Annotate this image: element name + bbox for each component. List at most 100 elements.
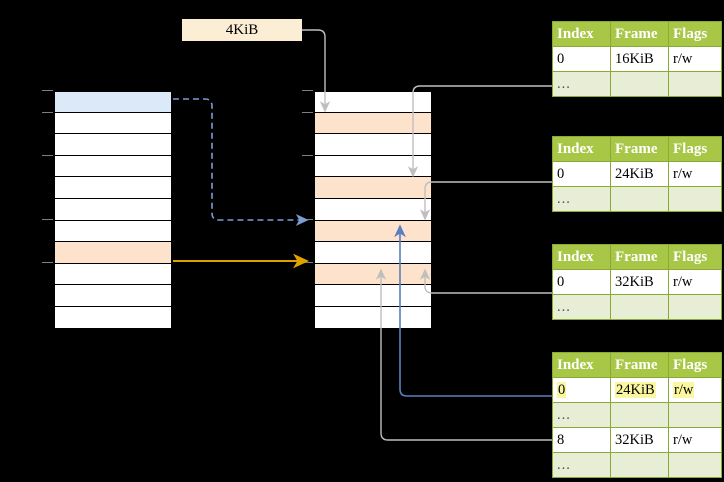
tick-mark [302, 155, 313, 156]
table-header-flags: Flags [668, 21, 722, 47]
table-header-frame: Frame [610, 136, 669, 162]
table-cell-frame [610, 402, 669, 428]
table-cell-flags [668, 71, 722, 97]
tick-mark [302, 219, 313, 220]
table-cell-frame [610, 294, 669, 320]
memory-cell [314, 242, 432, 264]
tick-mark [302, 90, 313, 91]
table-header-flags: Flags [668, 244, 722, 270]
table-cell-flags: r/w [668, 427, 722, 453]
memory-cell [314, 306, 432, 329]
table-header-frame: Frame [610, 244, 669, 270]
memory-cell [54, 134, 172, 156]
highlighted-value: 0 [557, 381, 567, 398]
table-cell-frame [610, 452, 669, 478]
table-cell-frame [610, 186, 669, 212]
table-cell-flags: r/w [668, 46, 722, 72]
table-cell-frame: 24KiB [610, 377, 669, 403]
tick-mark [302, 262, 313, 263]
tick-mark [42, 262, 53, 263]
tick-mark [42, 219, 53, 220]
table-cell-index: 0 [552, 161, 611, 187]
wire-l3-to-frame [419, 181, 552, 221]
table-row[interactable]: 0 24KiB r/w [552, 377, 722, 403]
table-cell-flags [668, 402, 722, 428]
table-cell-flags: r/w [668, 377, 722, 403]
table-cell-flags [668, 294, 722, 320]
table-cell-index: ... [552, 294, 611, 320]
table-cell-flags: r/w [668, 161, 722, 187]
virtual-address-space-block [53, 90, 173, 330]
table-cell-frame: 32KiB [610, 427, 669, 453]
memory-cell [54, 263, 172, 286]
table-row[interactable]: ... [552, 71, 722, 97]
memory-cell [314, 112, 432, 135]
wire-virtual-to-physical-dashed [173, 98, 309, 226]
tick-mark [42, 155, 53, 156]
page-size-text: 4KiB [225, 21, 259, 38]
tick-mark [42, 112, 53, 113]
table-cell-frame [610, 71, 669, 97]
highlighted-value: r/w [673, 381, 695, 398]
highlighted-value: 24KiB [615, 381, 656, 398]
memory-cell [54, 220, 172, 243]
tick-mark [42, 90, 53, 91]
memory-cell [54, 306, 172, 329]
table-header-index: Index [552, 21, 611, 47]
memory-cell [314, 134, 432, 156]
memory-cell [54, 112, 172, 135]
table-header-frame: Frame [610, 21, 669, 47]
table-cell-flags: r/w [668, 269, 722, 295]
physical-address-space-block [313, 90, 433, 330]
memory-cell [314, 91, 432, 113]
memory-cell [314, 263, 432, 286]
memory-cell [54, 285, 172, 307]
memory-cell [314, 177, 432, 199]
tick-mark [302, 112, 313, 113]
table-cell-frame: 16KiB [610, 46, 669, 72]
table-header-frame: Frame [610, 352, 669, 378]
table-row[interactable]: ... [552, 402, 722, 428]
table-cell-index: ... [552, 402, 611, 428]
table-header-index: Index [552, 244, 611, 270]
memory-cell [314, 155, 432, 178]
memory-cell [314, 285, 432, 307]
memory-cell [314, 198, 432, 221]
table-header-flags: Flags [668, 352, 722, 378]
table-row[interactable]: ... [552, 452, 722, 478]
table-cell-index: ... [552, 71, 611, 97]
table-cell-index: 0 [552, 46, 611, 72]
wire-l2-to-frame [419, 268, 552, 294]
table-row[interactable]: ... [552, 294, 722, 320]
memory-cell [54, 91, 172, 113]
memory-cell [54, 155, 172, 178]
table-cell-index: 8 [552, 427, 611, 453]
table-cell-frame: 24KiB [610, 161, 669, 187]
table-header-index: Index [552, 352, 611, 378]
memory-cell [54, 198, 172, 221]
wire-l4-to-frame [407, 85, 552, 178]
table-row[interactable]: ... [552, 186, 722, 212]
table-cell-index: ... [552, 186, 611, 212]
memory-cell [314, 220, 432, 243]
page-size-label: 4KiB [182, 19, 302, 41]
table-cell-index: 0 [552, 269, 611, 295]
table-cell-frame: 32KiB [610, 269, 669, 295]
table-cell-flags [668, 452, 722, 478]
table-header-index: Index [552, 136, 611, 162]
table-cell-index: ... [552, 452, 611, 478]
memory-cell [54, 242, 172, 264]
